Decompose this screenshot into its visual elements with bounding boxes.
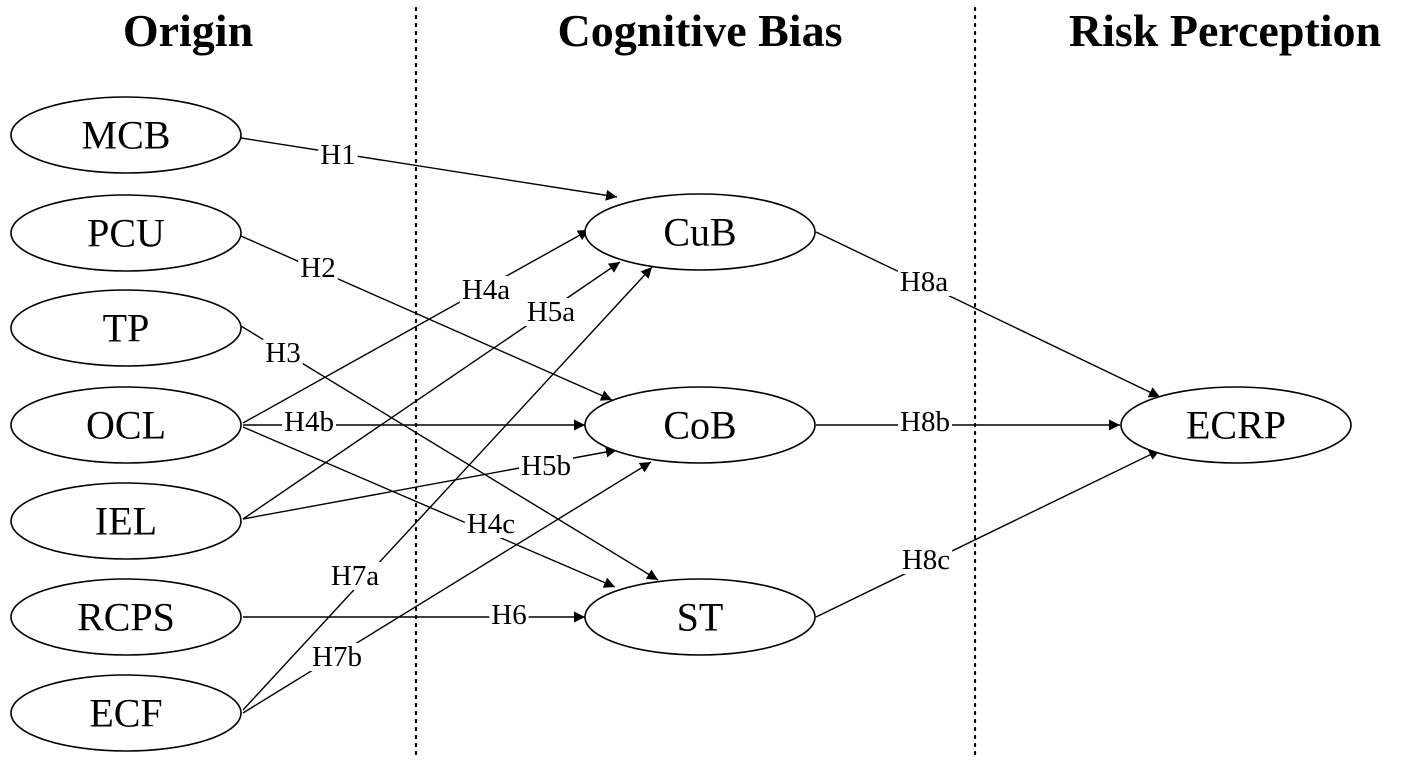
node-cob: CoB <box>584 386 816 464</box>
node-mcb-shape <box>10 96 242 174</box>
edge-h4b-label: H4b <box>284 406 334 438</box>
edge-h7b-label: H7b <box>312 641 362 673</box>
edge-h8c-label: H8c <box>902 544 950 576</box>
node-rcps: RCPS <box>10 578 242 656</box>
node-mcb: MCB <box>10 96 242 174</box>
edge-h8b-label-group: H8b <box>898 406 952 438</box>
edge-label-background <box>263 339 303 367</box>
edge-h3-label-group: H3 <box>263 337 303 369</box>
edge-h8b-label: H8b <box>900 406 950 438</box>
edge-h6-label: H6 <box>491 599 526 631</box>
edge-h3-label: H3 <box>265 337 300 369</box>
edge-h4c-label-group: H4c <box>464 508 518 540</box>
node-iel-label: IEL <box>95 499 157 544</box>
edge-label-background <box>519 452 573 480</box>
edge-label-background <box>318 141 358 169</box>
edge-h4a-arrow <box>242 229 590 424</box>
edge-h4b-label-group: H4b <box>282 406 336 438</box>
node-st-shape <box>584 578 816 656</box>
edge-label-background <box>298 254 338 282</box>
edge-h4a-label: H4a <box>462 274 510 306</box>
edge-label-background <box>464 510 518 538</box>
edge-h8a-label: H8a <box>900 266 948 298</box>
edge-label-background <box>282 408 336 436</box>
edge-h2-label-group: H2 <box>298 252 338 284</box>
node-ecrp: ECRP <box>1120 386 1352 464</box>
node-st: ST <box>584 578 816 656</box>
edge-h4c-label: H4c <box>467 508 515 540</box>
node-ecrp-label: ECRP <box>1186 403 1286 448</box>
node-ecf: ECF <box>10 674 242 752</box>
edge-h4a-label-group: H4a <box>459 274 513 306</box>
edge-h4c-arrow <box>242 426 616 588</box>
edge-h6-label-group: H6 <box>489 599 529 631</box>
node-pcu-shape <box>10 194 242 272</box>
node-ecrp-shape <box>1120 386 1352 464</box>
edge-label-background <box>524 298 578 326</box>
node-iel-shape <box>10 482 242 560</box>
node-ocl: OCL <box>10 386 242 464</box>
node-rcps-label: RCPS <box>77 595 175 640</box>
node-cub-label: CuB <box>663 210 736 255</box>
edge-h2-label: H2 <box>300 252 335 284</box>
node-mcb-label: MCB <box>82 113 171 158</box>
edge-h8a-label-group: H8a <box>897 266 951 298</box>
node-pcu: PCU <box>10 194 242 272</box>
edge-h1-label-group: H1 <box>318 139 358 171</box>
edge-h8c-arrow <box>815 449 1161 618</box>
edge-h5b-label: H5b <box>521 450 571 482</box>
node-cub: CuB <box>584 193 816 271</box>
node-pcu-label: PCU <box>87 211 165 256</box>
node-tp: TP <box>10 289 242 367</box>
edge-h5a-label-group: H5a <box>524 296 578 328</box>
node-cub-shape <box>584 193 816 271</box>
node-cob-label: CoB <box>663 403 736 448</box>
edge-h3-arrow <box>240 325 659 581</box>
edge-h7a-label-group: H7a <box>328 560 382 592</box>
header-risk-perception: Risk Perception <box>1069 5 1381 56</box>
node-ecf-shape <box>10 674 242 752</box>
edge-label-background <box>328 562 382 590</box>
node-tp-label: TP <box>103 306 150 351</box>
node-ecf-label: ECF <box>89 691 162 736</box>
edge-label-background <box>897 268 951 296</box>
edge-label-background <box>898 408 952 436</box>
edge-h7a-arrow <box>242 266 653 711</box>
edge-h1-arrow <box>240 137 618 201</box>
edge-h1-label: H1 <box>320 139 355 171</box>
edge-label-background <box>489 601 529 629</box>
edge-h8c-label-group: H8c <box>899 544 953 576</box>
edge-h7b-arrow <box>242 461 652 714</box>
edge-h7a-label: H7a <box>331 560 379 592</box>
node-tp-shape <box>10 289 242 367</box>
edge-h8a-arrow <box>815 231 1161 398</box>
node-ocl-shape <box>10 386 242 464</box>
node-cob-shape <box>584 386 816 464</box>
node-st-label: ST <box>677 595 724 640</box>
node-rcps-shape <box>10 578 242 656</box>
node-ocl-label: OCL <box>86 403 166 448</box>
edge-label-background <box>310 643 364 671</box>
edge-h7b-label-group: H7b <box>310 641 364 673</box>
node-iel: IEL <box>10 482 242 560</box>
edge-label-background <box>899 546 953 574</box>
header-cognitive-bias: Cognitive Bias <box>558 5 843 56</box>
edge-h5b-label-group: H5b <box>519 450 573 482</box>
edge-h5a-label: H5a <box>527 296 575 328</box>
edge-label-background <box>459 276 513 304</box>
header-origin: Origin <box>123 5 253 56</box>
